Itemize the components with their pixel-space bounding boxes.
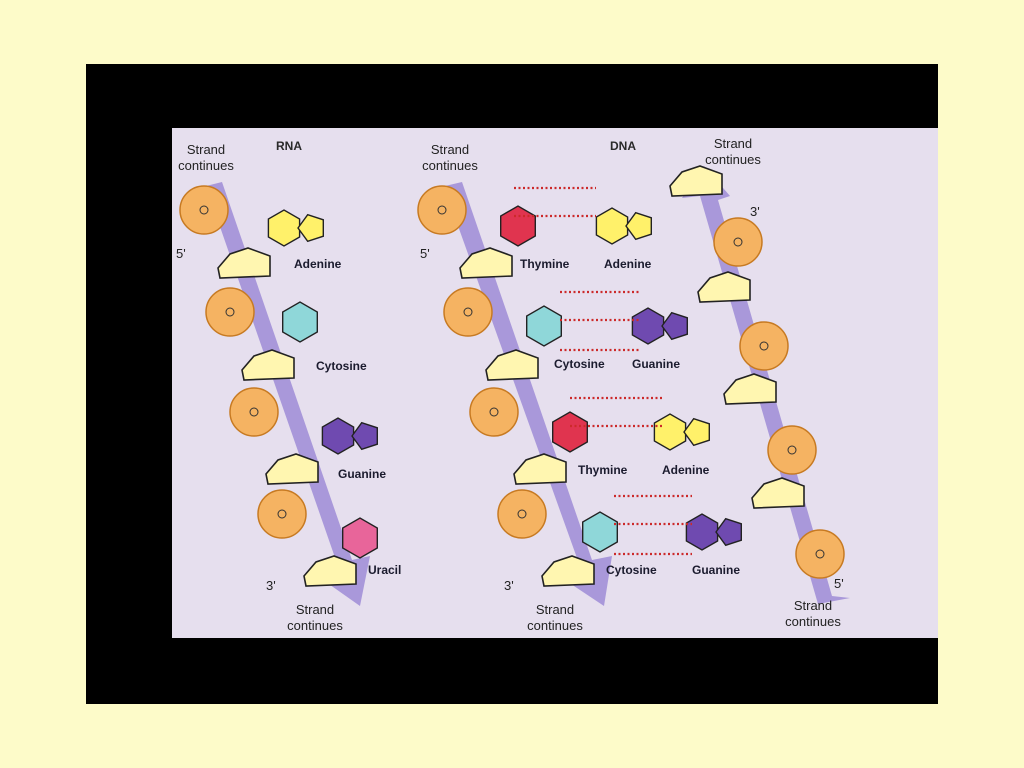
rna-guanine-ring6 [321, 417, 355, 455]
dna-left-strand-continues-bottom: Strand continues [527, 602, 583, 633]
rna-strand-continues-top: Strand continues [178, 142, 234, 173]
dna-left-three-prime: 3' [504, 578, 514, 593]
dna-left-base-label-3: Thymine [578, 463, 628, 477]
rna-uracil [342, 517, 378, 559]
dna-thymine-2 [552, 411, 588, 453]
dna-right-phosphate-2 [739, 321, 789, 371]
dna-left-phosphate-2 [443, 287, 493, 337]
dna-guanine-1-ring5 [661, 311, 688, 341]
dna-left-sugar-2 [485, 349, 539, 381]
dna-left-phosphate-4 [497, 489, 547, 539]
dna-right-sugar-4 [751, 477, 805, 509]
dna-left-base-label-1: Thymine [520, 257, 570, 271]
dna-adenine-1-ring6 [595, 207, 629, 245]
dna-right-base-label-3: Adenine [662, 463, 710, 477]
dna-guanine-1-ring6 [631, 307, 665, 345]
dna-right-phosphate-4-atom [815, 549, 825, 559]
dna-right-base-label-1: Adenine [604, 257, 652, 271]
rna-base-label-4: Uracil [368, 563, 402, 577]
rna-guanine-ring5 [351, 421, 378, 451]
dna-right-sugar-3 [723, 373, 777, 405]
rna-sugar-3 [265, 453, 319, 485]
rna-five-prime: 5' [176, 246, 186, 261]
dna-left-phosphate-3-atom [489, 407, 499, 417]
rna-three-prime: 3' [266, 578, 276, 593]
rna-base-label-1: Adenine [294, 257, 342, 271]
dna-right-phosphate-1-atom [733, 237, 743, 247]
dna-adenine-1-ring5 [625, 211, 652, 241]
dna-right-phosphate-4 [795, 529, 845, 579]
dna-left-sugar-1 [459, 247, 513, 279]
dna-left-base-label-4: Cytosine [606, 563, 657, 577]
rna-base-label-2: Cytosine [316, 359, 367, 373]
dna-left-phosphate-1-atom [437, 205, 447, 215]
dna-right-phosphate-1 [713, 217, 763, 267]
rna-backbone-ribbon [190, 182, 370, 606]
dna-right-phosphate-2-atom [759, 341, 769, 351]
dna-right-phosphate-3 [767, 425, 817, 475]
dna-left-phosphate-3 [469, 387, 519, 437]
rna-phosphate-4-atom [277, 509, 287, 519]
dna-right-strand-continues-bottom: Strand continues [785, 598, 841, 629]
dna-left-backbone-ribbon [428, 182, 612, 606]
rna-phosphate-1-atom [199, 205, 209, 215]
rna-phosphate-3 [229, 387, 279, 437]
rna-sugar-1 [217, 247, 271, 279]
rna-adenine-ring6 [267, 209, 301, 247]
dna-adenine-2-ring5 [683, 417, 710, 447]
dna-left-base-label-2: Cytosine [554, 357, 605, 371]
dna-left-strand-continues-top: Strand continues [422, 142, 478, 173]
dna-right-sugar-2 [697, 271, 751, 303]
dna-right-base-label-2: Guanine [632, 357, 681, 371]
rna-phosphate-1 [179, 185, 229, 235]
dna-left-five-prime: 5' [420, 246, 430, 261]
dna-right-three-prime: 3' [750, 204, 760, 219]
dna-right-phosphate-3-atom [787, 445, 797, 455]
dna-cytosine-2 [582, 511, 618, 553]
dna-right-five-prime: 5' [834, 576, 844, 591]
dna-left-sugar-4 [541, 555, 595, 587]
dna-left-phosphate-2-atom [463, 307, 473, 317]
dna-title: DNA [610, 139, 636, 153]
dna-left-sugar-3 [513, 453, 567, 485]
rna-sugar-4 [303, 555, 357, 587]
rna-phosphate-4 [257, 489, 307, 539]
rna-strand-continues-bottom: Strand continues [287, 602, 343, 633]
rna-phosphate-3-atom [249, 407, 259, 417]
dna-right-base-label-4: Guanine [692, 563, 741, 577]
dna-thymine-1 [500, 205, 536, 247]
rna-sugar-2 [241, 349, 295, 381]
rna-phosphate-2 [205, 287, 255, 337]
dna-adenine-2-ring6 [653, 413, 687, 451]
rna-phosphate-2-atom [225, 307, 235, 317]
dna-left-phosphate-1 [417, 185, 467, 235]
dna-right-sugar-1 [669, 165, 723, 197]
rna-base-label-3: Guanine [338, 467, 387, 481]
rna-cytosine [282, 301, 318, 343]
dna-guanine-2-ring5 [715, 517, 742, 547]
rna-adenine-ring5 [297, 213, 324, 243]
dna-right-strand-continues-top: Strand continues [705, 136, 761, 167]
dna-left-phosphate-4-atom [517, 509, 527, 519]
dna-cytosine-1 [526, 305, 562, 347]
rna-title: RNA [276, 139, 302, 153]
